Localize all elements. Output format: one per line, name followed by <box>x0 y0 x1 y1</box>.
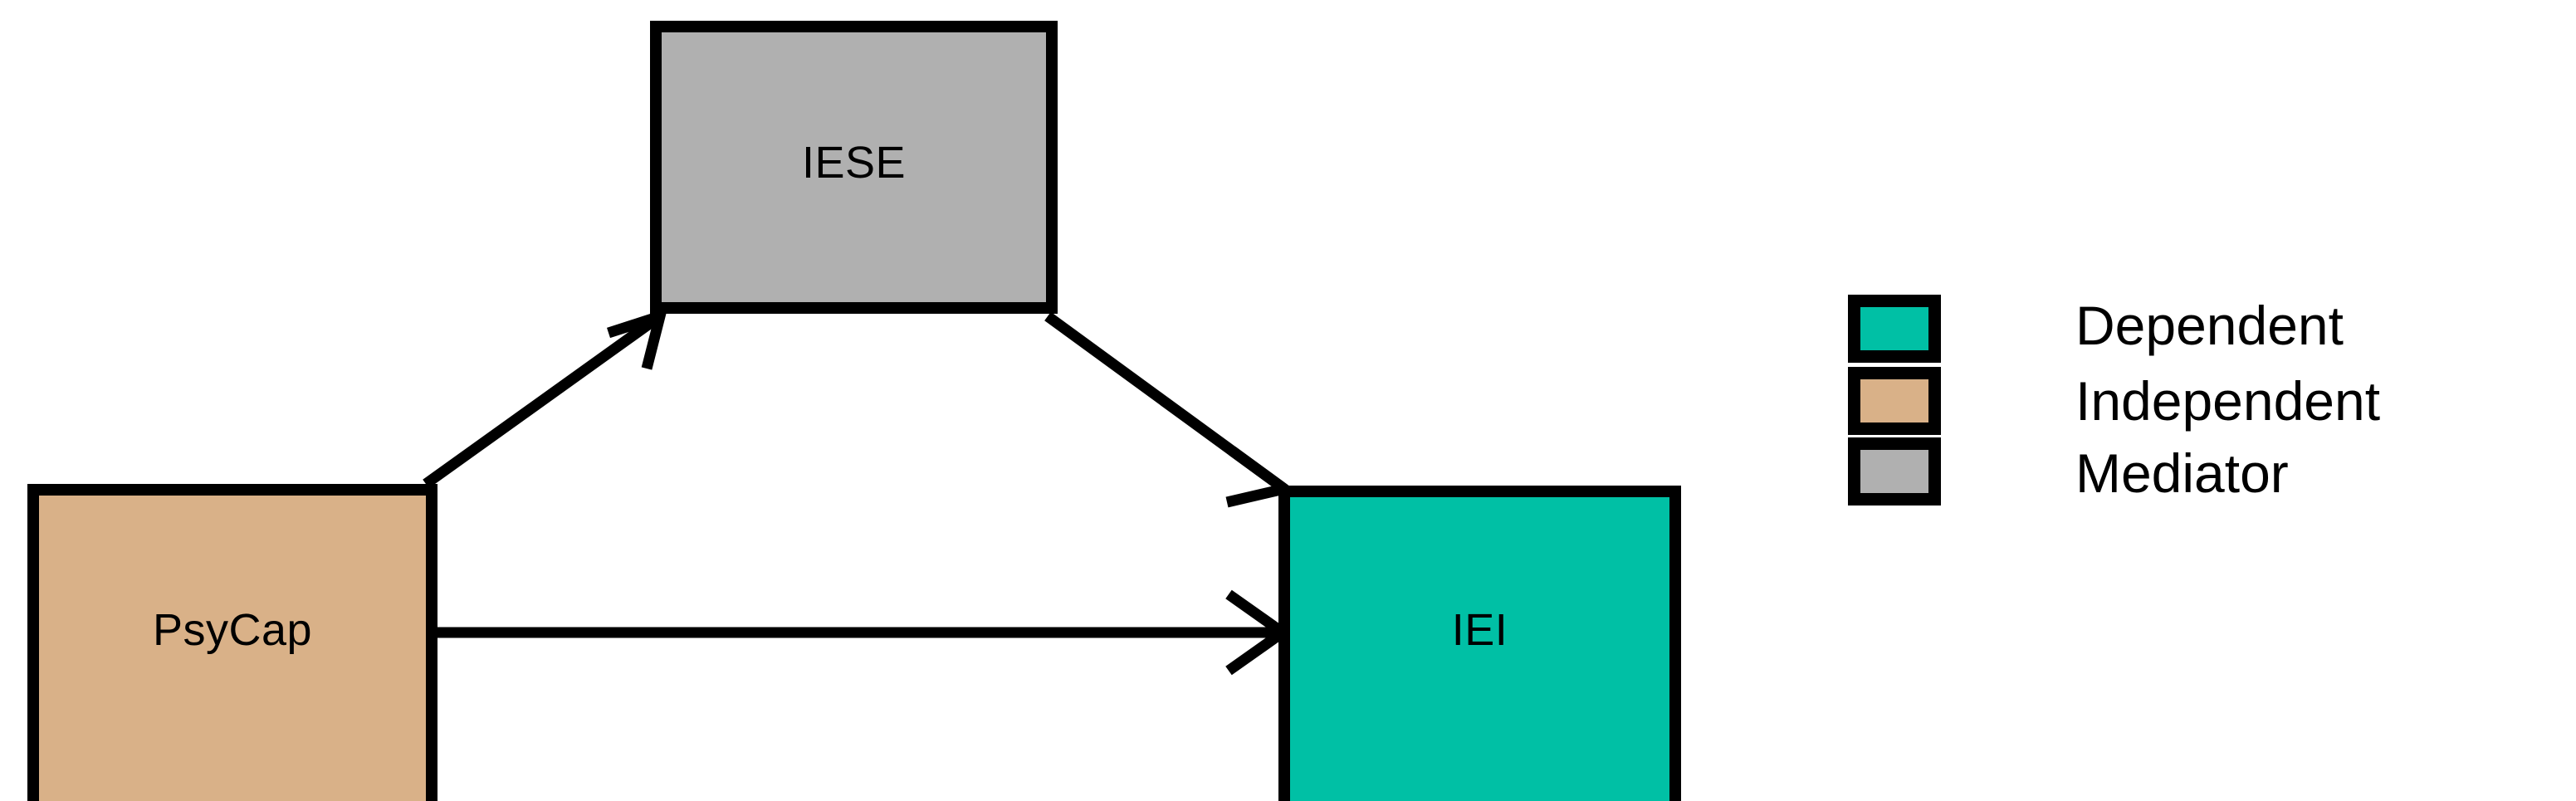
edge-iese-to-iei <box>1044 311 1298 508</box>
legend-swatch-dependent <box>1848 295 1941 363</box>
node-psycap[interactable]: PsyCap <box>27 484 437 801</box>
node-iese-label: IESE <box>801 137 907 188</box>
legend-swatch-independent <box>1848 367 1941 435</box>
edge-line <box>1044 311 1288 494</box>
edge-psycap-to-iese <box>423 308 668 489</box>
arrowhead-icon <box>607 308 668 370</box>
node-iei[interactable]: IEI <box>1278 486 1681 801</box>
edge-line <box>423 311 663 489</box>
node-iei-label: IEI <box>1451 605 1508 655</box>
legend-label-mediator: Mediator <box>2075 442 2289 504</box>
arrowhead-icon <box>1225 589 1293 676</box>
arrowhead-icon <box>1225 446 1298 508</box>
legend-label-independent: Independent <box>2075 370 2381 432</box>
node-iese[interactable]: IESE <box>650 21 1058 314</box>
legend-item-dependent: Dependent <box>1848 295 2344 363</box>
legend-item-mediator: Mediator <box>1848 437 2289 506</box>
node-psycap-label: PsyCap <box>152 605 313 655</box>
edge-psycap-to-iei <box>415 589 1293 676</box>
legend-item-independent: Independent <box>1848 367 2380 435</box>
legend-swatch-mediator <box>1848 437 1941 506</box>
legend-label-dependent: Dependent <box>2075 295 2344 356</box>
